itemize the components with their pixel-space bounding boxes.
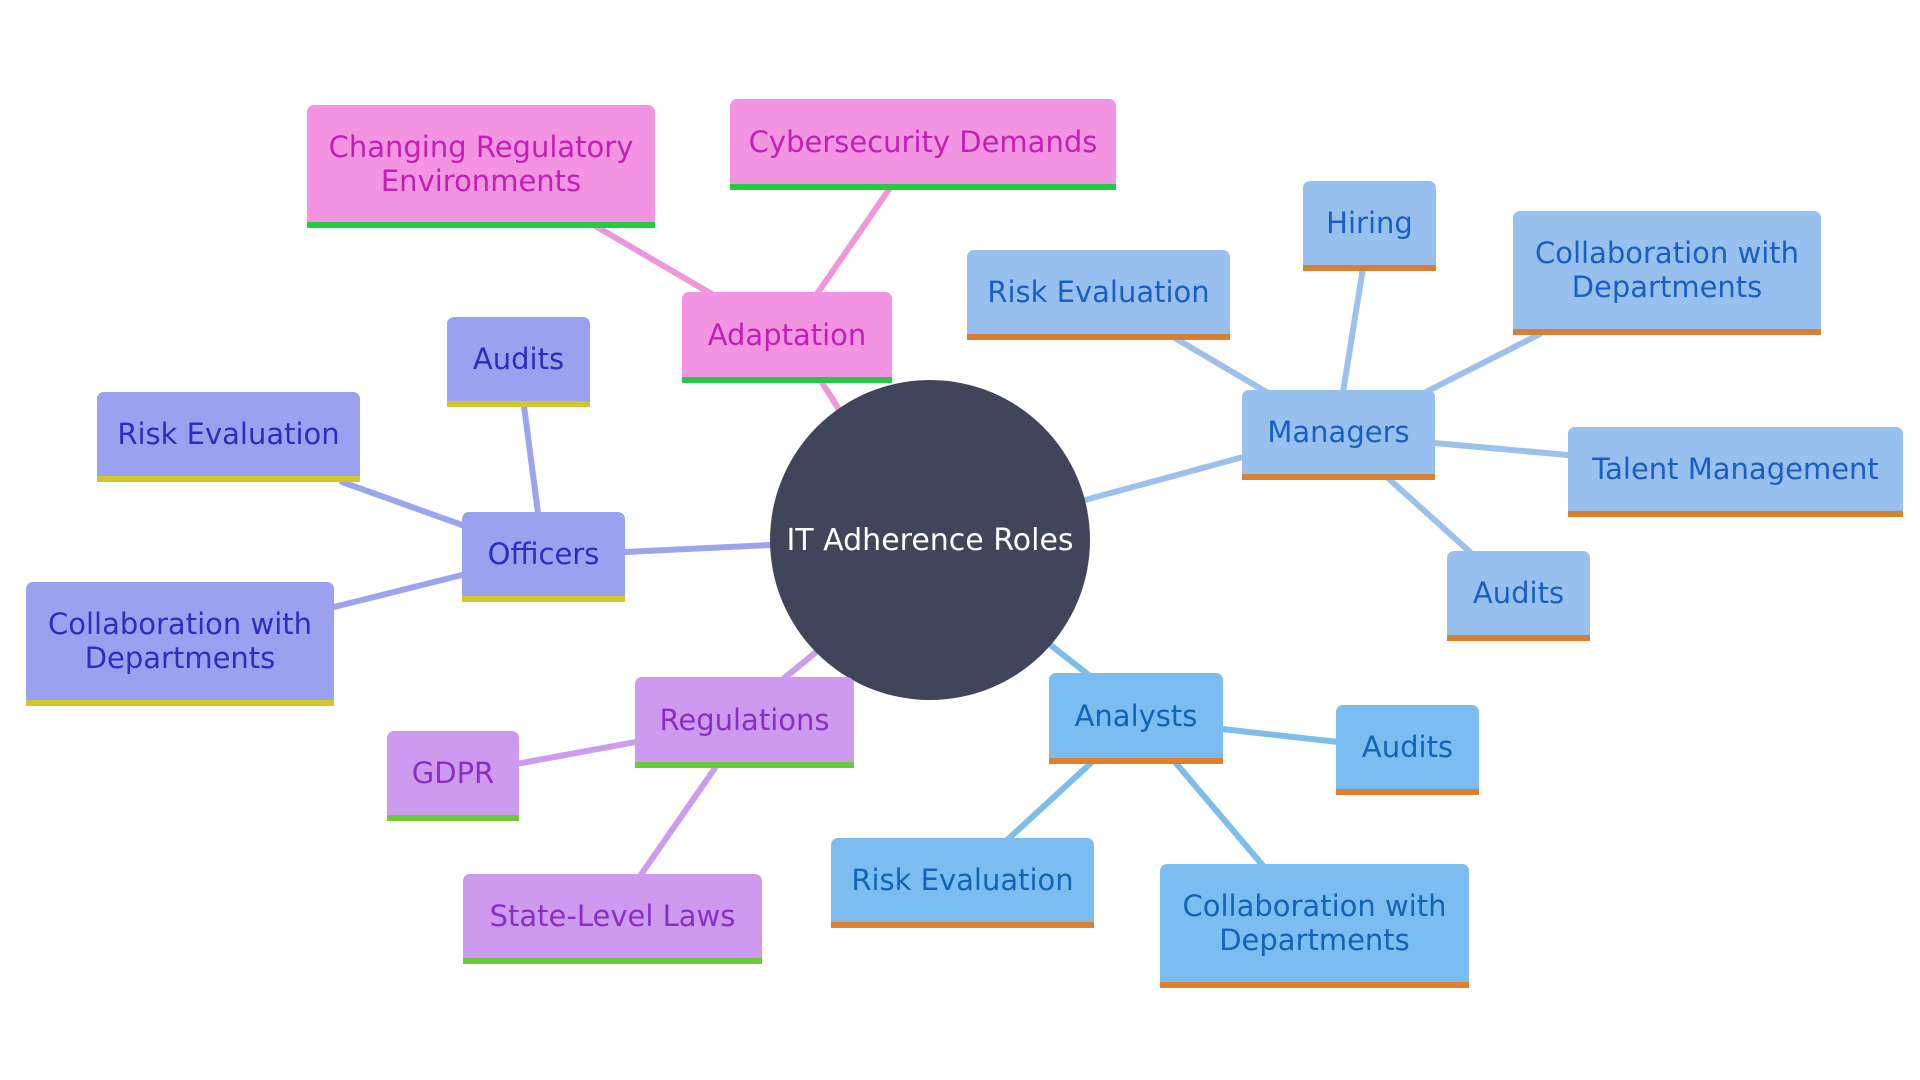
link-regulations-gdpr xyxy=(513,739,639,767)
leaf-managers-hiring: Hiring xyxy=(1303,181,1436,271)
leaf-analysts-collaboration: Collaboration with Departments xyxy=(1160,864,1469,988)
leaf-label: Changing Regulatory Environments xyxy=(328,129,634,198)
branch-regulations: Regulations xyxy=(635,677,854,768)
branch-label: Managers xyxy=(1267,415,1410,449)
leaf-analysts-audits: Audits xyxy=(1336,705,1479,795)
leaf-label: Collaboration with Departments xyxy=(1182,889,1447,957)
leaf-managers-talent-management: Talent Management xyxy=(1568,427,1903,517)
branch-adaptation: Adaptation xyxy=(682,292,892,383)
link-analysts-collaboration xyxy=(1172,759,1268,871)
leaf-label: Audits xyxy=(472,342,565,376)
link-analysts-risk xyxy=(1002,759,1095,845)
leaf-label: Risk Evaluation xyxy=(117,417,340,451)
leaf-label: State-Level Laws xyxy=(489,899,736,933)
leaf-changing-regulatory-environments: Changing Regulatory Environments xyxy=(307,105,655,228)
link-root-managers xyxy=(1082,454,1246,503)
link-officers-collaboration xyxy=(331,572,465,610)
branch-label: Adaptation xyxy=(707,317,867,352)
leaf-label: Talent Management xyxy=(1592,452,1879,486)
link-root-officers xyxy=(622,542,773,555)
leaf-officers-risk-evaluation: Risk Evaluation xyxy=(97,392,360,482)
link-analysts-audits xyxy=(1219,726,1341,745)
branch-managers: Managers xyxy=(1242,390,1435,480)
link-adaptation-cybersecurity xyxy=(814,185,893,297)
link-officers-audits xyxy=(521,403,541,516)
branch-officers: Officers xyxy=(462,512,625,602)
leaf-label: Hiring xyxy=(1326,206,1413,240)
leaf-label: Risk Evaluation xyxy=(987,275,1210,309)
link-managers-collaboration xyxy=(1417,331,1543,398)
branch-label: Analysts xyxy=(1074,698,1198,733)
leaf-label: Risk Evaluation xyxy=(851,863,1074,897)
link-managers-risk xyxy=(1172,335,1271,396)
leaf-label: Cybersecurity Demands xyxy=(748,124,1098,159)
leaf-gdpr: GDPR xyxy=(387,731,519,821)
link-root-analysts xyxy=(1045,640,1093,679)
leaf-managers-audits: Audits xyxy=(1447,551,1590,641)
leaf-label: Collaboration with Departments xyxy=(47,607,313,675)
leaf-analysts-risk-evaluation: Risk Evaluation xyxy=(831,838,1094,928)
link-managers-hiring xyxy=(1340,265,1366,395)
leaf-state-level-laws: State-Level Laws xyxy=(463,874,762,964)
link-officers-risk xyxy=(339,479,465,528)
leaf-label: GDPR xyxy=(411,756,495,790)
leaf-officers-audits: Audits xyxy=(447,317,590,407)
leaf-managers-risk-evaluation: Risk Evaluation xyxy=(967,250,1230,340)
leaf-label: Audits xyxy=(1361,730,1454,764)
link-adaptation-changing-regulatory xyxy=(589,221,718,299)
leaf-label: Collaboration with Departments xyxy=(1534,236,1800,304)
leaf-cybersecurity-demands: Cybersecurity Demands xyxy=(730,99,1116,190)
link-regulations-state-laws xyxy=(637,765,718,879)
branch-label: Officers xyxy=(487,537,600,571)
root-node: IT Adherence Roles xyxy=(770,380,1090,700)
link-managers-talent xyxy=(1431,440,1571,458)
branch-label: Regulations xyxy=(659,702,830,737)
root-label: IT Adherence Roles xyxy=(786,522,1074,558)
leaf-label: Audits xyxy=(1472,576,1565,610)
branch-analysts: Analysts xyxy=(1049,673,1223,764)
link-root-regulations xyxy=(779,650,818,683)
link-managers-audits xyxy=(1385,475,1473,555)
leaf-managers-collaboration: Collaboration with Departments xyxy=(1513,211,1821,335)
leaf-officers-collaboration: Collaboration with Departments xyxy=(26,582,334,706)
